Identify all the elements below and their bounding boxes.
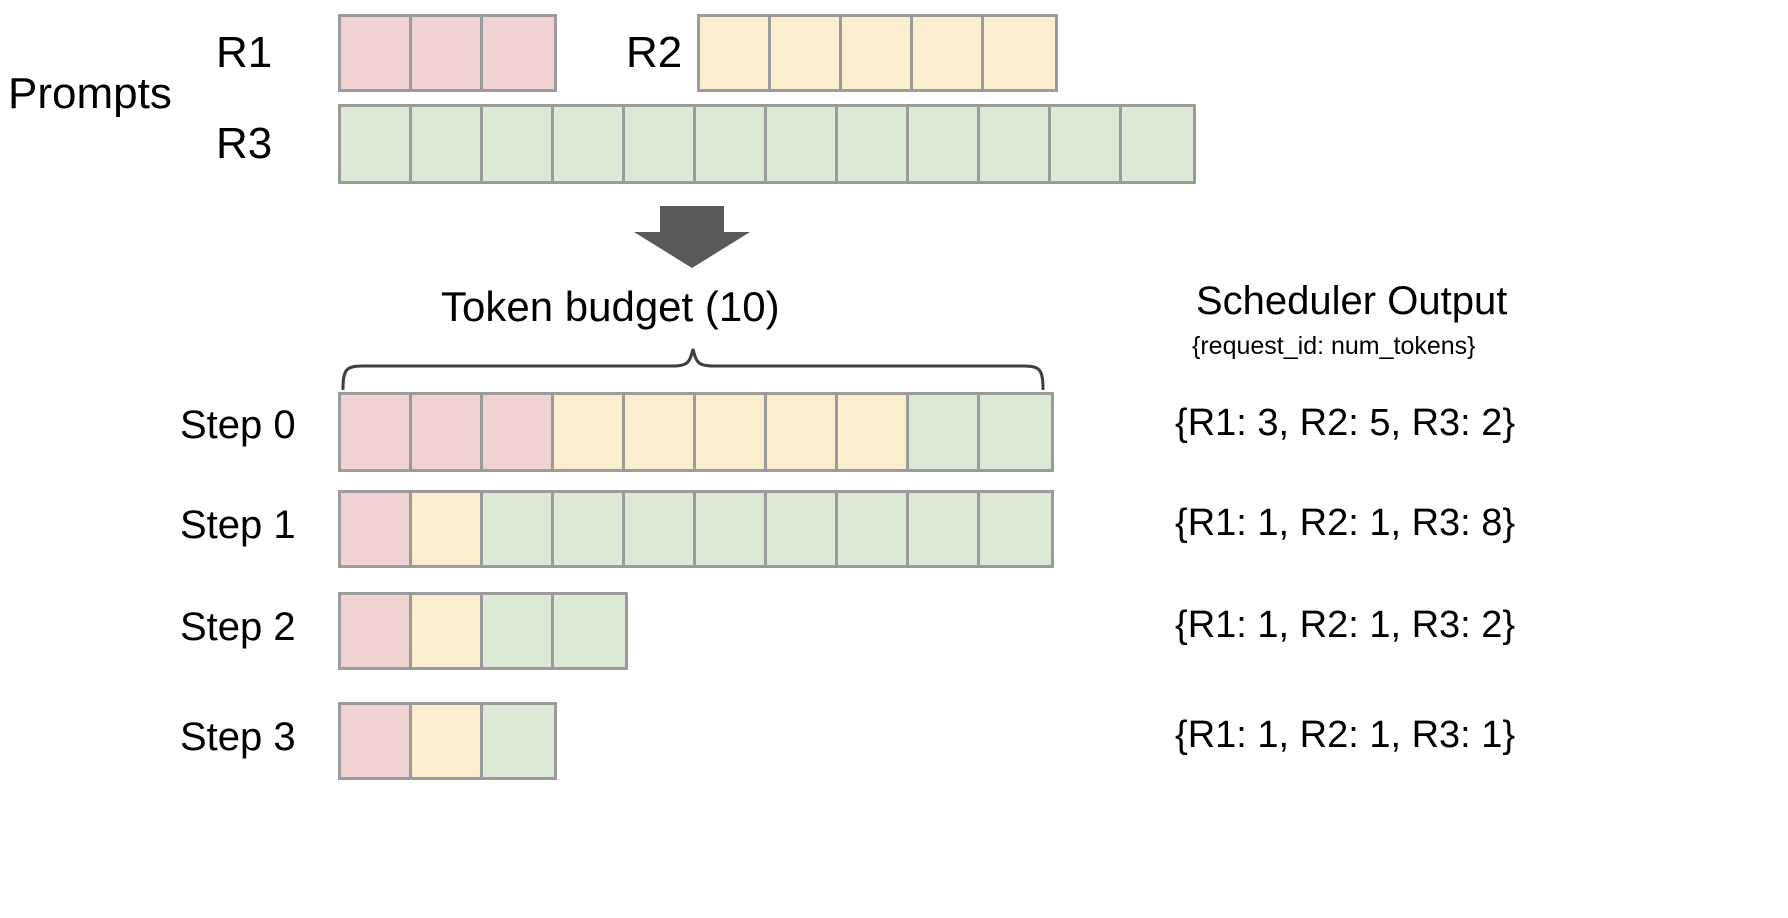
token-cell-r1: [341, 493, 412, 565]
prompt-label-r2: R2: [626, 28, 683, 77]
token-cell-r1: [412, 395, 483, 469]
token-cell-r3: [554, 107, 625, 181]
token-budget-label: Token budget (10): [441, 283, 780, 330]
token-cell-r1: [483, 17, 554, 89]
prompt-label-r3: R3: [216, 119, 273, 168]
token-cell-r3: [838, 107, 909, 181]
token-cell-r2: [625, 395, 696, 469]
token-cell-r1: [341, 395, 412, 469]
down-arrow-icon: [632, 206, 752, 268]
token-cell-r3: [838, 493, 909, 565]
scheduler-output-title: Scheduler Output: [1196, 279, 1508, 323]
token-cell-r1: [341, 17, 412, 89]
token-cell-r3: [767, 107, 838, 181]
token-cell-r3: [696, 107, 767, 181]
token-cell-r3: [483, 595, 554, 667]
token-cell-r2: [767, 395, 838, 469]
token-cell-r2: [554, 395, 625, 469]
step-strip-0: [338, 392, 1054, 472]
token-cell-r3: [767, 493, 838, 565]
scheduler-output-step-0: {R1: 3, R2: 5, R3: 2}: [1175, 402, 1516, 444]
step-label-2: Step 2: [180, 605, 296, 649]
step-strip-3: [338, 702, 557, 780]
scheduler-output-step-3: {R1: 1, R2: 1, R3: 1}: [1175, 714, 1516, 756]
token-cell-r3: [554, 595, 625, 667]
token-cell-r2: [913, 17, 984, 89]
prompts-section-label: Prompts: [8, 69, 172, 118]
step-label-0: Step 0: [180, 403, 296, 447]
step-label-3: Step 3: [180, 715, 296, 759]
token-cell-r2: [412, 705, 483, 777]
step-strip-2: [338, 592, 628, 670]
token-budget-brace: [340, 348, 1050, 391]
token-cell-r2: [700, 17, 771, 89]
token-cell-r3: [696, 493, 767, 565]
step-label-1: Step 1: [180, 503, 296, 547]
token-cell-r1: [412, 17, 483, 89]
prompt-strip-r3: [338, 104, 1196, 184]
scheduler-output-subtitle: {request_id: num_tokens}: [1192, 332, 1476, 360]
token-cell-r3: [483, 705, 554, 777]
token-cell-r3: [909, 493, 980, 565]
step-strip-1: [338, 490, 1054, 568]
token-cell-r2: [696, 395, 767, 469]
token-cell-r1: [341, 595, 412, 667]
scheduler-output-step-2: {R1: 1, R2: 1, R3: 2}: [1175, 604, 1516, 646]
token-cell-r2: [412, 493, 483, 565]
token-cell-r3: [412, 107, 483, 181]
token-cell-r3: [483, 107, 554, 181]
token-cell-r3: [625, 107, 696, 181]
token-cell-r2: [984, 17, 1055, 89]
token-cell-r3: [1122, 107, 1193, 181]
token-cell-r3: [909, 395, 980, 469]
token-cell-r3: [554, 493, 625, 565]
token-cell-r3: [483, 493, 554, 565]
token-cell-r2: [842, 17, 913, 89]
token-cell-r2: [771, 17, 842, 89]
prompt-strip-r1: [338, 14, 557, 92]
token-cell-r3: [980, 395, 1051, 469]
prompt-label-r1: R1: [216, 28, 273, 77]
token-cell-r3: [980, 493, 1051, 565]
token-cell-r2: [838, 395, 909, 469]
token-cell-r3: [909, 107, 980, 181]
token-cell-r3: [625, 493, 696, 565]
token-cell-r1: [483, 395, 554, 469]
token-cell-r1: [341, 705, 412, 777]
token-cell-r2: [412, 595, 483, 667]
token-cell-r3: [341, 107, 412, 181]
token-cell-r3: [1051, 107, 1122, 181]
token-cell-r3: [980, 107, 1051, 181]
scheduler-output-step-1: {R1: 1, R2: 1, R3: 8}: [1175, 502, 1516, 544]
prompt-strip-r2: [697, 14, 1058, 92]
